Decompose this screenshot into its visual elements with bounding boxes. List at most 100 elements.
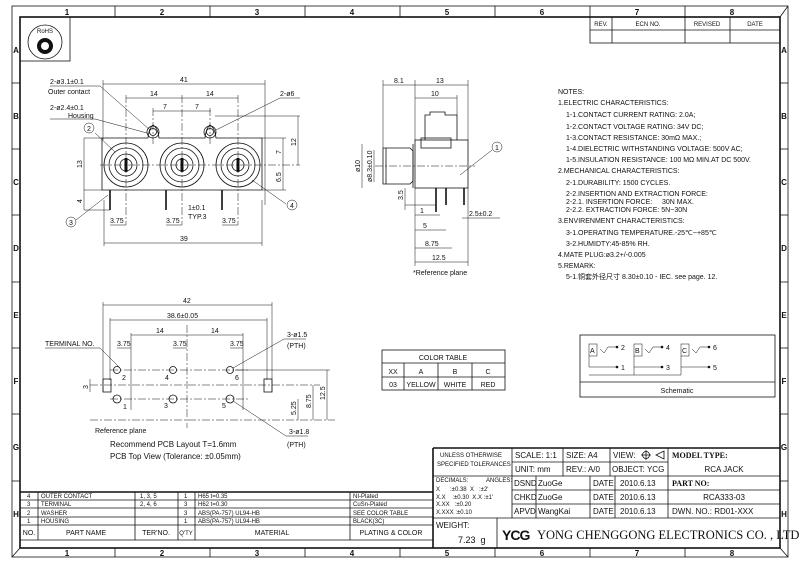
bom-header: Q'TY bbox=[179, 531, 192, 537]
pin-label: 3 bbox=[666, 365, 670, 372]
dim-3-75: 3.75 bbox=[230, 341, 244, 348]
row-label: B bbox=[13, 112, 19, 121]
weight-label: WEIGHT: bbox=[436, 521, 469, 530]
row-label: C bbox=[13, 178, 19, 187]
dim-3-75: 3.75 bbox=[110, 218, 124, 225]
date-header: DATE bbox=[747, 22, 763, 28]
title-block: UNLESS OTHERWISE SPECIFIED TOLERANCES DE… bbox=[432, 447, 800, 548]
bom-cell: CuSn-Plated bbox=[353, 502, 387, 508]
revision-table: REV. ECN NO. REVISED DATE bbox=[589, 16, 781, 44]
column-label: 6 bbox=[540, 8, 545, 17]
bom-cell: TERMINAL bbox=[41, 502, 72, 508]
bom-cell: 3 bbox=[27, 502, 31, 508]
dim-14: 14 bbox=[150, 91, 158, 98]
dim-12-5: 12.5 bbox=[432, 255, 446, 262]
bom-cell: SEE COLOR TABLE bbox=[353, 511, 408, 517]
dim-8-75: 8.75 bbox=[306, 394, 313, 408]
terminal-number: 2 bbox=[122, 375, 126, 382]
bom-cell: OUTER CONTACT bbox=[41, 494, 93, 500]
angles-label: ANGLES: bbox=[486, 478, 512, 484]
color-table-header: C bbox=[485, 369, 490, 376]
bom-cell: ABS(PA-757) UL94-HB bbox=[198, 511, 260, 517]
bom-header: PLATING & COLOR bbox=[360, 530, 423, 537]
bom-cell: BLACK(3C) bbox=[353, 519, 384, 525]
row-label: C bbox=[781, 178, 787, 187]
reference-plane-label: Reference plane bbox=[95, 428, 146, 435]
model-type-label: MODEL TYPE: bbox=[672, 451, 728, 460]
dim-41: 41 bbox=[180, 77, 188, 84]
note-line: 3-2.HUMIDTY:45-85% RH. bbox=[566, 241, 650, 248]
housing-label: Housing bbox=[68, 113, 94, 120]
note-line: 1-4.DIELECTRIC WITHSTANDING VOLTAGE: 500… bbox=[566, 146, 743, 153]
pin-label: 6 bbox=[713, 345, 717, 352]
row-label: F bbox=[782, 377, 787, 386]
tolerance-title: UNLESS OTHERWISE bbox=[440, 453, 502, 459]
pin-label: 2 bbox=[621, 345, 625, 352]
note-line: 3.ENVIRENMENT CHARACTERISTICS: bbox=[558, 218, 685, 225]
row-label: A bbox=[781, 46, 787, 55]
color-table: COLOR TABLE XX A B C 03 YELLOW WHITE RED bbox=[381, 349, 506, 391]
note-line: 1-3.CONTACT RESISTANCE: 30mΩ MAX.; bbox=[566, 135, 701, 142]
column-label: 2 bbox=[160, 549, 165, 558]
dim-42: 42 bbox=[183, 298, 191, 305]
bom-cell: 2, 4, 6 bbox=[140, 502, 157, 508]
row-label: H bbox=[781, 510, 787, 519]
schematic: A B C 1 2 3 4 5 6 Schematic bbox=[579, 334, 776, 398]
row-label: H bbox=[13, 510, 19, 519]
pin-width-dim: 1±0.1 bbox=[188, 205, 206, 212]
bom-header: TER'NO. bbox=[142, 530, 170, 537]
outer-contact-label: Outer contact bbox=[48, 89, 90, 96]
terminal-no-label: TERMINAL NO. bbox=[45, 341, 95, 348]
pcb-caption: PCB Top View (Tolerance: ±0.05mm) bbox=[110, 452, 241, 461]
column-label: 3 bbox=[255, 549, 260, 558]
column-label: 1 bbox=[65, 8, 70, 17]
rev-value: REV.: A/0 bbox=[566, 465, 601, 474]
company-logo: YCG bbox=[502, 527, 530, 543]
bom-cell: 1, 3, 5 bbox=[140, 494, 157, 500]
row-label: G bbox=[781, 443, 787, 452]
note-line: NOTES: bbox=[558, 89, 584, 96]
model-type: RCA JACK bbox=[704, 465, 744, 474]
color-table-title: COLOR TABLE bbox=[419, 355, 468, 362]
date-label: DATE bbox=[593, 493, 614, 502]
row-label: D bbox=[781, 244, 787, 253]
dim-3-75: 3.75 bbox=[173, 341, 187, 348]
column-label: 7 bbox=[635, 8, 640, 17]
color-table-header: B bbox=[453, 369, 458, 376]
drawing-number: DWN. NO.: RD01-XXX bbox=[672, 507, 754, 516]
bom-cell: HOUSING bbox=[41, 519, 69, 525]
terminal-number: 5 bbox=[222, 403, 226, 410]
notes: NOTES: 1.ELECTRIC CHARACTERISTICS: 1-1.C… bbox=[558, 89, 751, 281]
pin-label: 1 bbox=[621, 365, 625, 372]
dim-10: 10 bbox=[431, 91, 439, 98]
signoff-date: 2010.6.13 bbox=[620, 479, 656, 488]
bom-cell: 3 bbox=[184, 511, 188, 517]
terminal-number: 6 bbox=[235, 375, 239, 382]
typ-note: TYP.3 bbox=[188, 214, 207, 221]
size-value: SIZE: A4 bbox=[566, 451, 598, 460]
note-line: 2-1.DURABILITY: 1500 CYCLES. bbox=[566, 180, 670, 187]
note-line: 1-1.CONTACT CURRENT RATING: 2.0A; bbox=[566, 112, 695, 119]
color-table-cell: 03 bbox=[389, 382, 397, 389]
signoff-name: ZuoGe bbox=[538, 479, 563, 488]
dim-6-5: 6.5 bbox=[276, 172, 283, 182]
dim-4: 4 bbox=[77, 199, 84, 203]
bom-cell: 1 bbox=[27, 519, 31, 525]
dim-5: 5 bbox=[423, 223, 427, 230]
dim-14: 14 bbox=[156, 328, 164, 335]
bill-of-materials: 4 OUTER CONTACT 1, 3, 5 1 H65 t=0.35 NI-… bbox=[20, 491, 433, 541]
signoff-name: WangKai bbox=[538, 507, 570, 516]
part-no: RCA333-03 bbox=[703, 493, 745, 502]
note-line: 1.ELECTRIC CHARACTERISTICS: bbox=[558, 100, 669, 107]
ecn-header: ECN NO. bbox=[635, 22, 660, 28]
tolerance-line: X.X :±0.30 X.X :±1' bbox=[436, 495, 493, 501]
pth-label: (PTH) bbox=[287, 442, 306, 449]
terminal-number: 3 bbox=[164, 403, 168, 410]
revised-header: REVISED bbox=[694, 22, 721, 28]
dim-14: 14 bbox=[206, 91, 214, 98]
decimals-label: DECIMALS: bbox=[436, 478, 469, 484]
note-line: 2-2.INSERTION AND EXTRACTION FORCE: bbox=[566, 191, 708, 198]
pin-label: 4 bbox=[666, 345, 670, 352]
dim-3: 3 bbox=[83, 385, 90, 389]
signoff-date: 2010.6.13 bbox=[620, 493, 656, 502]
